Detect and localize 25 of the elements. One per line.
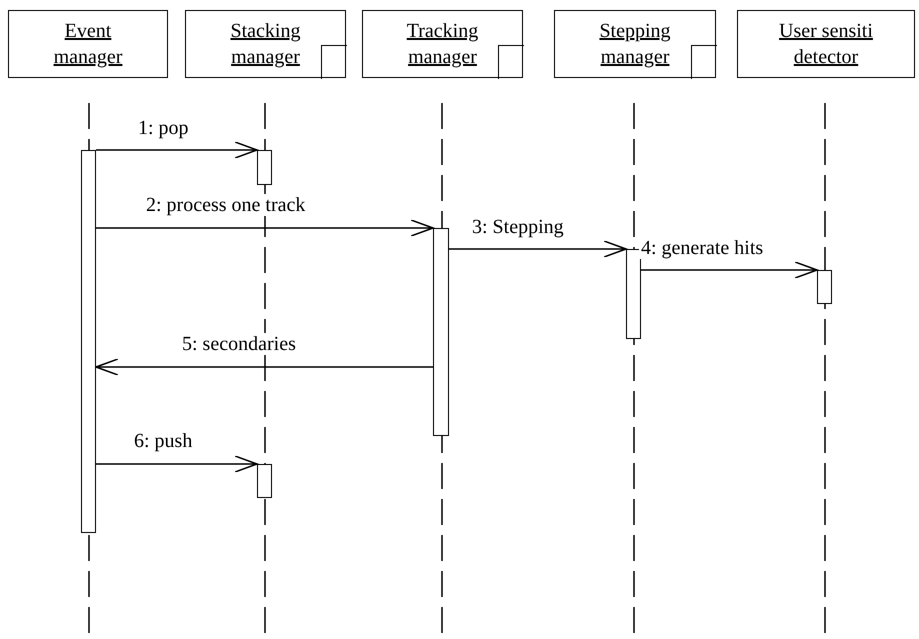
activation-bar (626, 249, 641, 339)
message-arrow (96, 455, 258, 473)
object-box (362, 10, 523, 78)
message-arrow (449, 240, 627, 258)
object-box (737, 10, 915, 78)
object-name: Stacking manager (230, 19, 302, 70)
activation-bar (257, 464, 272, 498)
object-name: User sensiti detector (778, 19, 874, 70)
object-box (554, 10, 716, 78)
message-label: 2: process one track (144, 194, 308, 216)
object-name: Stepping manager (598, 19, 672, 70)
message-arrow (95, 358, 433, 376)
object-name: Tracking manager (406, 19, 480, 70)
object-box (185, 10, 346, 78)
message-arrow (96, 141, 258, 159)
activation-bar (257, 150, 272, 185)
message-label: 6: push (132, 430, 194, 452)
activation-bar (433, 228, 449, 436)
object-name: Event manager (52, 19, 124, 70)
object-box (8, 10, 168, 78)
message-arrow (96, 219, 434, 237)
activation-bar (817, 270, 832, 304)
message-label: 4: generate hits (639, 237, 766, 259)
activation-bar (81, 150, 96, 533)
message-arrow (641, 261, 818, 279)
